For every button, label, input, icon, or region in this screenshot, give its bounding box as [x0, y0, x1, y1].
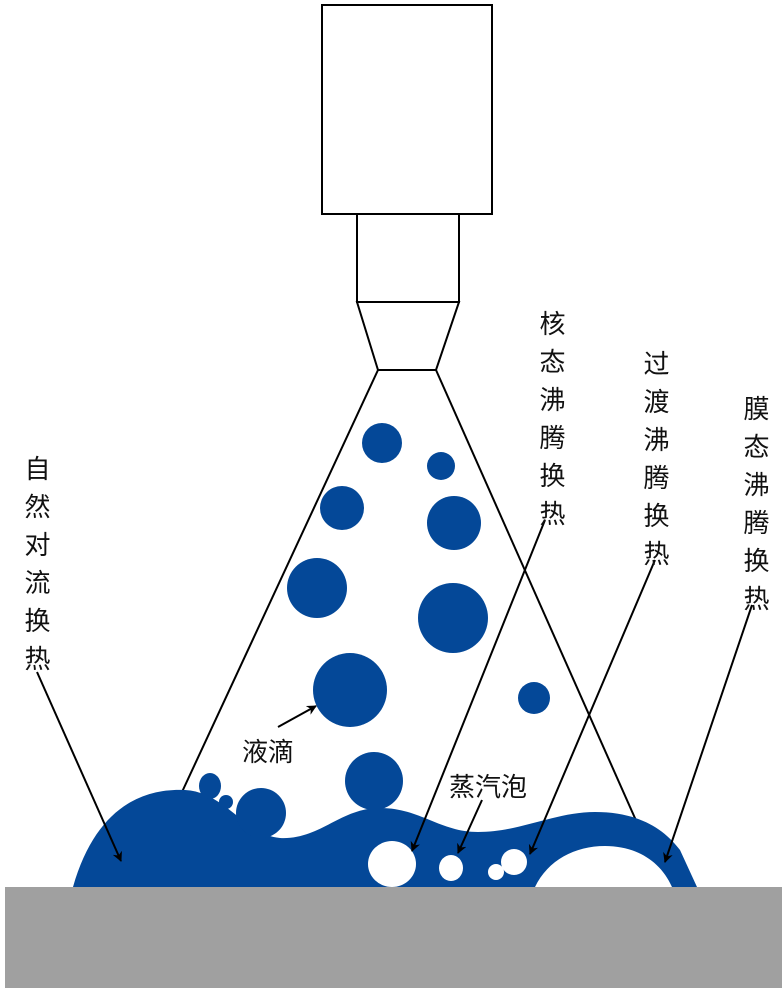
droplet	[418, 583, 488, 653]
vapor-bubbles	[368, 841, 527, 887]
label-droplet: 液滴	[242, 738, 295, 768]
vapor-bubble	[439, 855, 463, 881]
arrow-droplet	[277, 705, 317, 728]
droplet	[287, 558, 347, 618]
droplet	[427, 452, 455, 480]
droplet	[313, 653, 387, 727]
label-film-boiling: 膜态沸腾换热	[739, 395, 769, 623]
spray-cone-right	[435, 369, 651, 853]
droplet	[236, 788, 286, 838]
droplet	[427, 496, 481, 550]
arrow-vapor-bubble	[457, 799, 483, 854]
vapor-bubble	[501, 849, 527, 875]
label-natural-convection: 自然对流换热	[20, 455, 50, 683]
droplet	[219, 795, 233, 809]
sprayer-neck	[356, 213, 460, 303]
arrow-film-boiling	[663, 604, 753, 863]
vapor-bubble	[488, 864, 504, 880]
arrow-natural-convection	[36, 671, 122, 862]
droplet	[199, 773, 221, 799]
spray-cone-left	[181, 369, 379, 793]
droplets	[199, 423, 550, 838]
label-vapor-bubble: 蒸汽泡	[449, 773, 528, 803]
vapor-bubble	[368, 841, 416, 887]
label-nucleate-boiling: 核态沸腾换热	[535, 310, 565, 538]
arrow-nucleate-boiling	[410, 519, 546, 852]
heated-surface	[5, 887, 782, 988]
sprayer-body	[321, 4, 493, 215]
nozzle	[355, 301, 461, 371]
droplet	[320, 486, 364, 530]
droplet	[518, 682, 550, 714]
label-transition-boiling: 过渡沸腾换热	[639, 350, 669, 578]
droplet	[345, 752, 403, 810]
liquid-film	[73, 789, 697, 887]
arrow-transition-boiling	[528, 559, 656, 855]
droplet	[362, 423, 402, 463]
